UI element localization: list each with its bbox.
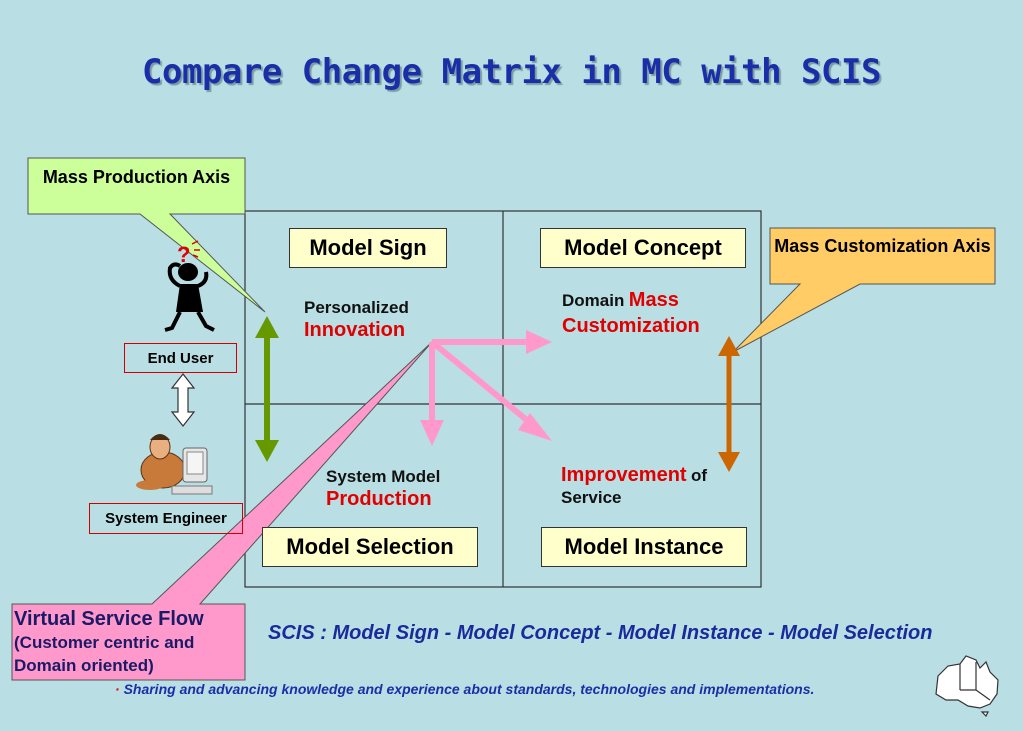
system-model-label: System Model (326, 467, 441, 486)
mass-customization-callout-shape (732, 227, 996, 353)
personalized-innovation-text: Personalized Innovation (304, 297, 454, 342)
model-concept-box: Model Concept (540, 228, 746, 268)
model-selection-box: Model Selection (262, 527, 478, 567)
end-user-box: End User (124, 343, 237, 373)
engineer-at-computer-icon (136, 434, 213, 495)
virtual-service-flow-detail: (Customer centric and Domain oriented) (14, 633, 195, 675)
confused-person-icon: ? (164, 240, 215, 332)
mass-customization-label: Mass Customization (562, 289, 700, 337)
pink-flow-arrows (420, 330, 552, 446)
green-double-arrow (255, 316, 279, 462)
double-arrow-icon (170, 373, 196, 427)
page-title: Compare Change Matrix in MC with SCIS (142, 52, 881, 92)
domain-mass-customization-text: Domain Mass Customization (562, 288, 742, 340)
system-engineer-box: System Engineer (89, 503, 243, 534)
improvement-of-service-text: Improvement of Service (561, 464, 741, 509)
domain-label: Domain (562, 291, 625, 310)
virtual-service-flow-callout-shape (11, 341, 433, 681)
scis-caption: SCIS : Model Sign - Model Concept - Mode… (268, 622, 933, 644)
innovation-label: Innovation (304, 319, 406, 341)
personalized-label: Personalized (304, 298, 409, 317)
service-label: Service (561, 488, 622, 507)
footer-text: · Sharing and advancing knowledge and ex… (115, 681, 935, 697)
improvement-label: Improvement (561, 464, 687, 486)
mass-customization-axis-label: Mass Customization Axis (774, 236, 991, 256)
orange-double-arrow (718, 336, 740, 472)
australia-map-icon (935, 655, 999, 718)
mass-production-callout-shape (27, 157, 266, 313)
footer-tagline: Sharing and advancing knowledge and expe… (123, 681, 815, 697)
system-model-production-text: System Model Production (326, 466, 486, 511)
virtual-service-flow-label: Virtual Service Flow (Customer centric a… (14, 608, 244, 677)
model-instance-box: Model Instance (541, 527, 747, 567)
mass-production-axis-label: Mass Production Axis (42, 167, 231, 187)
production-label: Production (326, 488, 432, 510)
virtual-service-flow-title: Virtual Service Flow (14, 608, 204, 630)
question-mark: ? (177, 242, 190, 267)
footer-bullet: · (115, 681, 120, 697)
of-label: of (691, 466, 708, 485)
model-sign-box: Model Sign (289, 228, 447, 268)
